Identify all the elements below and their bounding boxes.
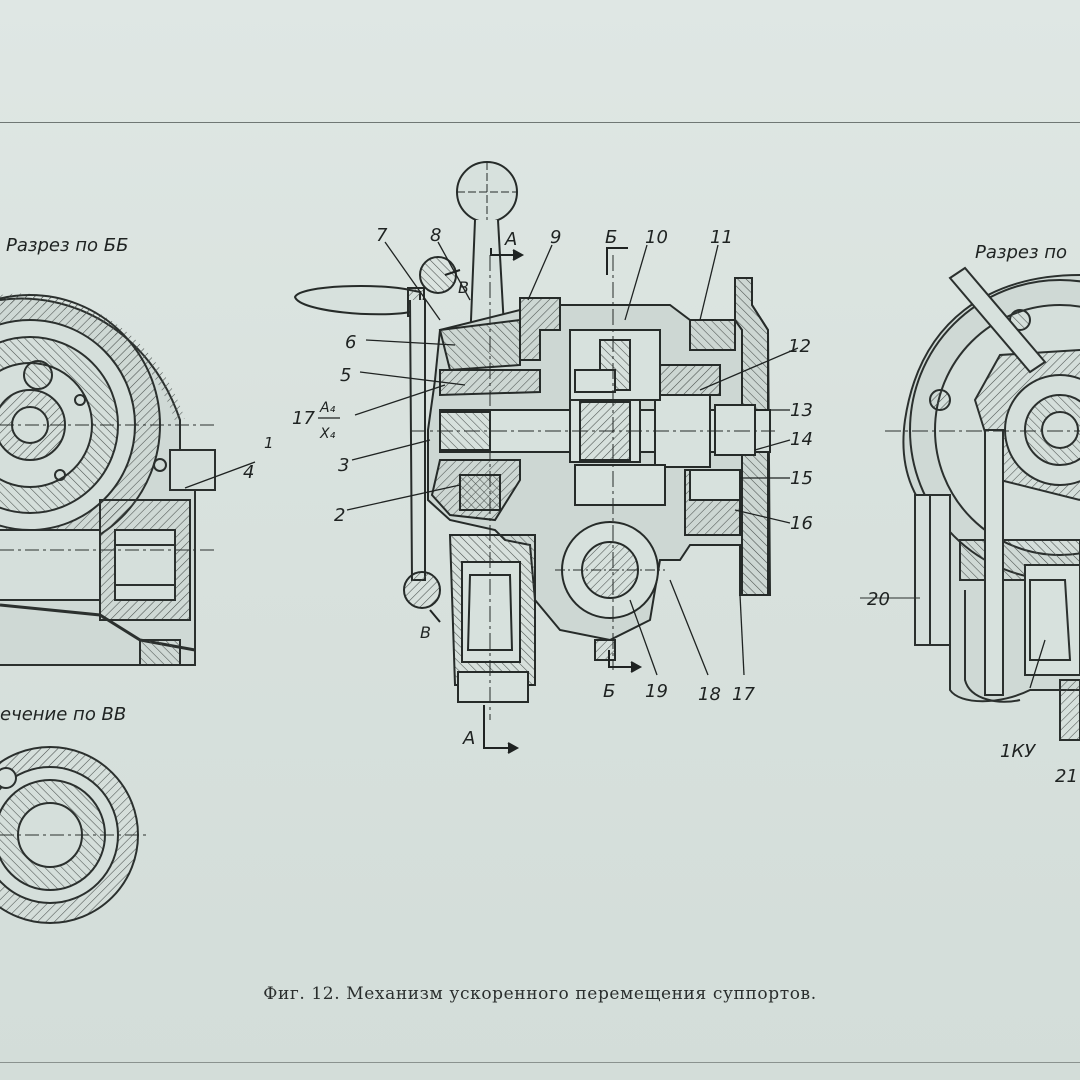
label-18: 18	[698, 684, 721, 705]
figure-caption: Фиг. 12. Механизм ускоренного перемещени…	[263, 984, 817, 1004]
label-section-bb-right: Разрез по	[975, 242, 1067, 263]
label-cut-a-bottom: A	[462, 728, 475, 749]
section-cut-arrows	[429, 247, 643, 754]
label-14: 14	[790, 429, 813, 450]
label-3: 3	[338, 455, 349, 476]
label-20: 20	[867, 589, 890, 610]
label-17-left: 17	[292, 408, 315, 429]
label-1: 1	[264, 434, 274, 452]
label-7: 7	[376, 225, 388, 246]
label-9: 9	[550, 227, 561, 248]
label-11: 11	[710, 227, 733, 248]
label-19: 19	[645, 681, 668, 702]
label-10: 10	[645, 227, 668, 248]
label-16: 16	[790, 513, 813, 534]
label-section-bb: Разрез по ББ	[6, 235, 128, 256]
label-13: 13	[790, 400, 813, 421]
label-21: 21	[1055, 766, 1078, 787]
label-fraction-bottom: X₄	[319, 426, 336, 442]
label-cut-a-top: A	[504, 229, 517, 250]
label-section-vv: ечение по ВВ	[0, 704, 126, 725]
label-cut-v-bottom: В	[420, 623, 431, 642]
label-fraction-top: A₄	[319, 400, 336, 416]
label-6: 6	[345, 332, 356, 353]
label-1ku: 1КУ	[1000, 741, 1036, 762]
left-section-view	[0, 293, 216, 666]
part-labels: Разрез по ББ Разрез по ечение по ВВ 1 2 …	[0, 225, 1078, 787]
label-5: 5	[340, 365, 351, 386]
label-8: 8	[430, 225, 441, 246]
left-bottom-section-view	[0, 746, 150, 924]
leader-lines	[184, 241, 1046, 689]
right-section-view	[860, 266, 1080, 741]
bottom-rule	[0, 1062, 1080, 1063]
top-rule	[0, 122, 1080, 123]
label-12: 12	[788, 336, 811, 357]
label-2: 2	[334, 505, 345, 526]
label-cut-b-bottom: Б	[603, 681, 615, 702]
label-17-bottom: 17	[732, 684, 755, 705]
label-cut-b-top: Б	[605, 227, 617, 248]
label-cut-v-top: В	[458, 278, 469, 297]
center-mechanism-view	[293, 161, 775, 720]
label-15: 15	[790, 468, 813, 489]
label-4: 4	[243, 462, 254, 483]
